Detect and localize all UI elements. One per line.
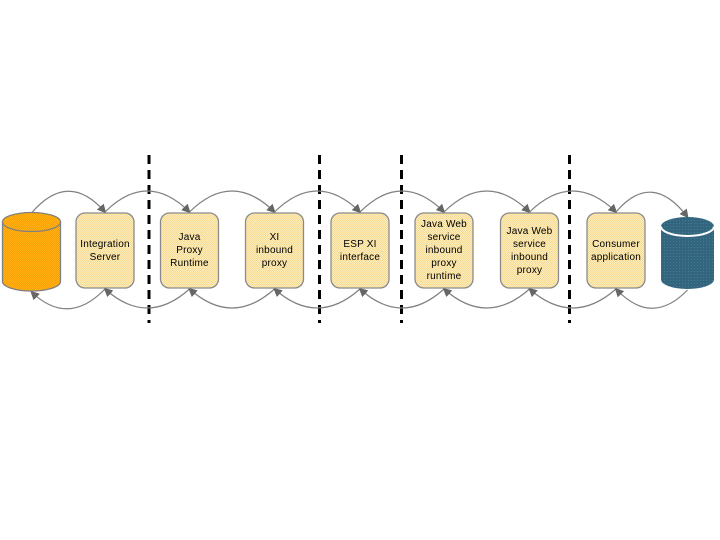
flow-arc-top-2: [104, 190, 191, 214]
flow-arc-top-4: [274, 190, 362, 214]
flow-arc-top-8: [615, 191, 689, 219]
flow-arc-top-6: [443, 190, 531, 214]
label-line: proxy: [516, 264, 543, 276]
flow-arc-top-3: [189, 190, 276, 214]
node-integration-server: [75, 212, 135, 289]
node-consumer-database-lid: [661, 217, 714, 236]
flow-arc-bottom-2: [103, 287, 190, 309]
flow-arc-top-1: [31, 190, 107, 214]
flow-arc-top-5: [359, 190, 446, 214]
node-esp-xi-interface: [330, 212, 390, 289]
label-line: service: [512, 238, 547, 250]
flow-arc-bottom-3: [188, 287, 275, 309]
label-line: Java Web: [506, 225, 553, 237]
node-source-database-body: [1, 221, 62, 292]
label-line: proxy: [261, 258, 288, 269]
label-line: Java Web: [421, 219, 467, 230]
node-java-proxy-runtime: [159, 212, 220, 289]
node-java-web-service-inbound-proxy: [499, 212, 560, 289]
node-consumer-database-highlight: [660, 226, 715, 237]
flow-arc-bottom-5: [358, 287, 445, 309]
label-line: ESP XI: [343, 238, 377, 250]
label-line: inbound: [511, 251, 548, 263]
label-java-web-service-inbound-proxy-runtime: Java Web service inbound proxy runtime: [415, 218, 473, 283]
flow-arc-top-7: [529, 190, 618, 214]
node-source-database-lid: [1, 211, 62, 233]
label-line: inbound: [425, 245, 463, 256]
label-line: Java: [178, 232, 201, 243]
flow-arc-bottom-1: [30, 288, 106, 310]
node-consumer-application: [586, 212, 646, 289]
label-line: interface: [339, 251, 381, 263]
label-line: inbound: [256, 245, 293, 256]
flow-arc-bottom-7: [528, 287, 617, 309]
label-line: Server: [89, 251, 121, 263]
label-line: Runtime: [170, 258, 209, 269]
flow-arc-bottom-6: [442, 287, 530, 309]
node-java-web-service-inbound-proxy-runtime: [414, 212, 474, 289]
label-line: application: [590, 251, 641, 263]
label-line: Integration: [80, 238, 130, 250]
node-xi-inbound-proxy: [244, 212, 305, 289]
label-line: runtime: [426, 271, 462, 282]
label-line: proxy: [431, 258, 457, 269]
flow-arc-bottom-8: [614, 287, 688, 309]
node-consumer-database-body: [661, 226, 714, 289]
label-xi-inbound-proxy: XI inbound proxy: [246, 231, 304, 270]
label-line: XI: [269, 232, 280, 243]
label-line: Consumer: [592, 238, 640, 250]
label-line: Proxy: [176, 245, 203, 256]
label-line: service: [427, 232, 461, 243]
flow-arc-bottom-4: [273, 287, 361, 309]
